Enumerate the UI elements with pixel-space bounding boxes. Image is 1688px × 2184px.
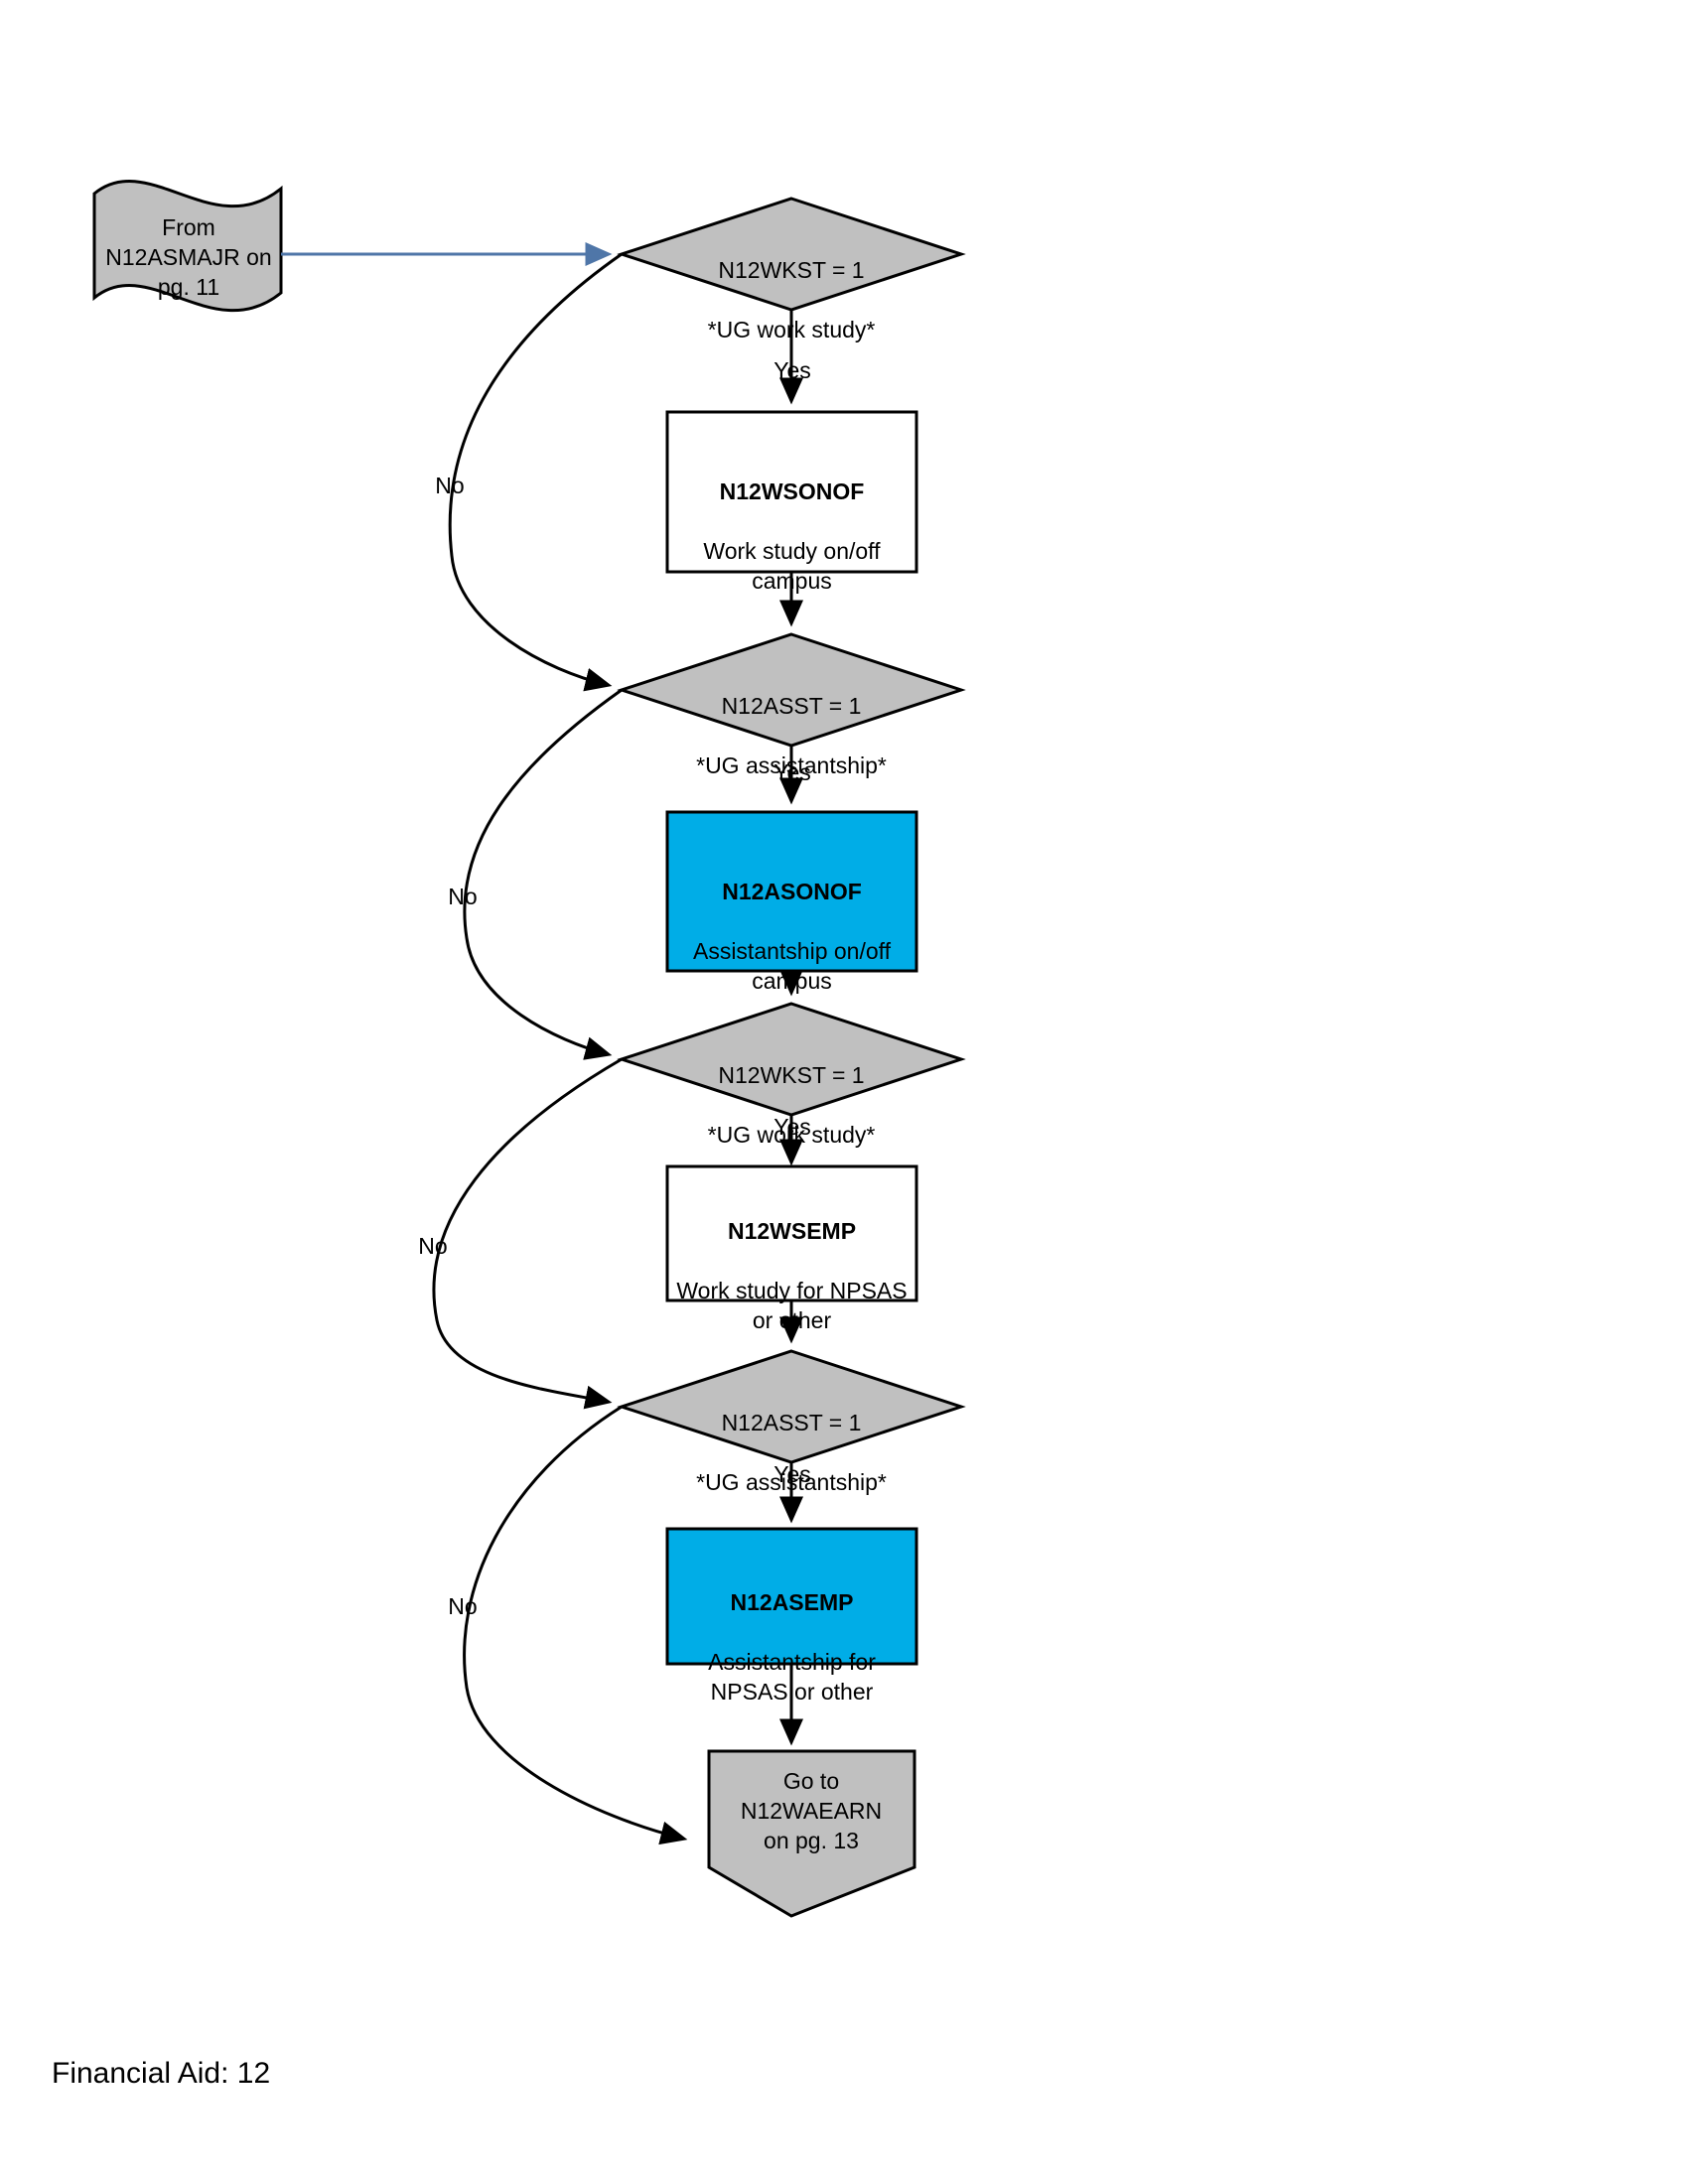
- edge-d1-no: [448, 252, 623, 692]
- node-d-asst-1-shape: [617, 632, 966, 748]
- edge-d4-no: [463, 1405, 688, 1845]
- edge-d3-no: [432, 1057, 623, 1410]
- edge-label-yes-2: Yes: [774, 759, 811, 785]
- page-footer: Financial Aid: 12: [52, 2057, 271, 2090]
- edge-label-yes-1: Yes: [774, 357, 811, 383]
- node-goto-n12waearn-shape: [707, 1749, 916, 1918]
- node-d-wkst-2-shape: [617, 1002, 966, 1117]
- edge-label-no-4: No: [448, 1593, 478, 1619]
- node-d-wkst-1-shape: [617, 197, 966, 312]
- node-p-asemp-shape: [665, 1527, 918, 1666]
- edge-label-yes-4: Yes: [774, 1461, 811, 1487]
- node-d-asst-2-shape: [617, 1349, 966, 1464]
- node-from-n12asmajr-shape: [92, 180, 283, 313]
- edge-label-no-2: No: [448, 884, 478, 909]
- node-p-wsemp-shape: [665, 1164, 918, 1302]
- node-p-wsonof-shape: [665, 410, 918, 574]
- edge-label-no-1: No: [435, 473, 465, 498]
- edge-label-no-3: No: [418, 1233, 448, 1259]
- node-p-asonof-shape: [665, 810, 918, 973]
- edge-label-yes-3: Yes: [774, 1114, 811, 1140]
- edge-d2-no: [463, 688, 623, 1060]
